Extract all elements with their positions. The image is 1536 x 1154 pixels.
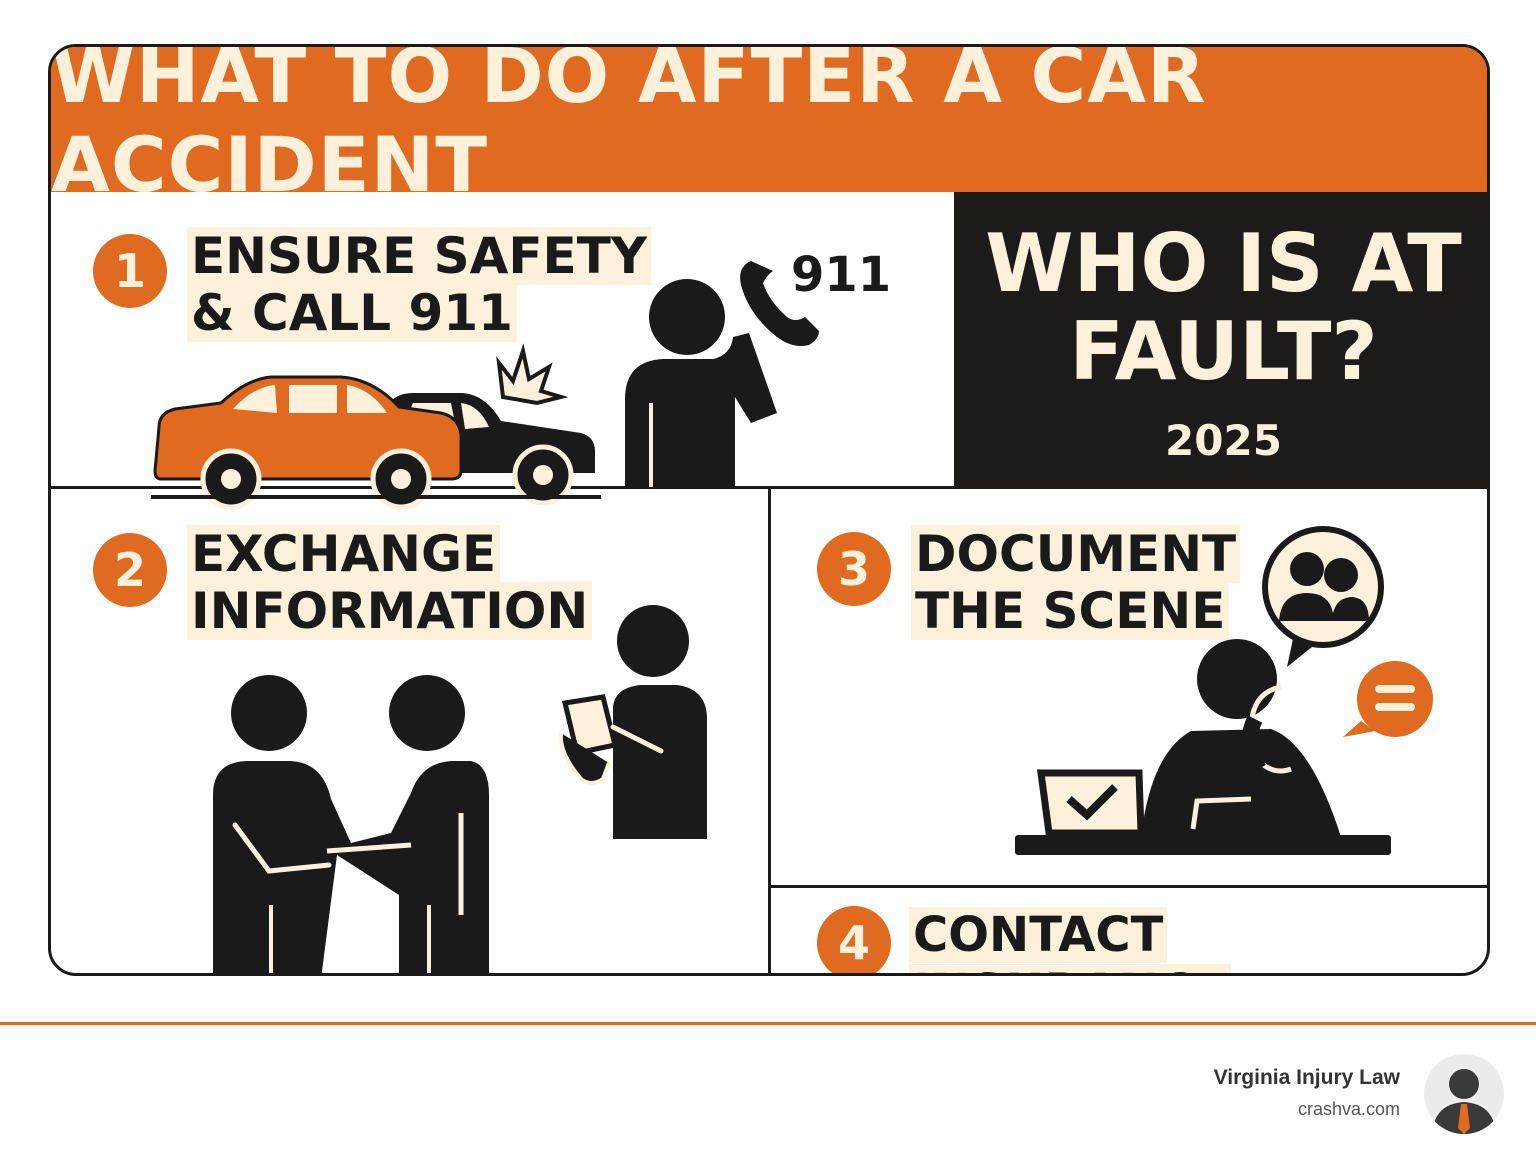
car-crash-icon <box>151 343 601 510</box>
step-title-document: DOCUMENT THE SCENE <box>911 525 1241 640</box>
footer-divider <box>0 1022 1536 1025</box>
divider-horizontal-top <box>51 486 954 489</box>
step-title-exchange: EXCHANGE INFORMATION <box>187 525 593 640</box>
fault-year: 2025 <box>1165 416 1282 465</box>
fault-heading: WHO IS AT FAULT? <box>985 217 1462 398</box>
person-on-phone-laptop-icon <box>1015 639 1391 855</box>
title-banner: WHAT TO DO AFTER A CAR ACCIDENT <box>51 47 1487 209</box>
chat-bubble-people-icon <box>1262 526 1384 667</box>
step-number-badge: 3 <box>817 532 891 606</box>
page-title: WHAT TO DO AFTER A CAR ACCIDENT <box>51 44 1207 209</box>
person-calling-icon <box>625 261 819 487</box>
infographic-card: WHAT TO DO AFTER A CAR ACCIDENT 1 ENSURE… <box>48 44 1490 976</box>
fault-panel: WHO IS AT FAULT? 2025 <box>954 192 1487 489</box>
step-number-badge: 2 <box>93 533 167 607</box>
step-title-insurance: CONTACT INSURANCE <box>909 907 1487 973</box>
step-number-badge: 4 <box>817 906 891 973</box>
divider-horizontal-bottom <box>771 885 1487 888</box>
lawyer-logo-icon <box>1424 1054 1504 1134</box>
divider-vertical <box>768 489 771 973</box>
handshake-icon <box>213 675 489 973</box>
brand-url: crashva.com <box>1297 1099 1400 1119</box>
step-title-safety: ENSURE SAFETY & CALL 911 <box>187 227 652 342</box>
chat-bubble-icon <box>1343 661 1433 737</box>
phone-911-label: 911 <box>791 247 892 303</box>
person-with-phone-icon <box>558 605 707 839</box>
step-number-badge: 1 <box>93 234 167 308</box>
brand-name: Virginia Injury Law <box>1213 1066 1400 1089</box>
